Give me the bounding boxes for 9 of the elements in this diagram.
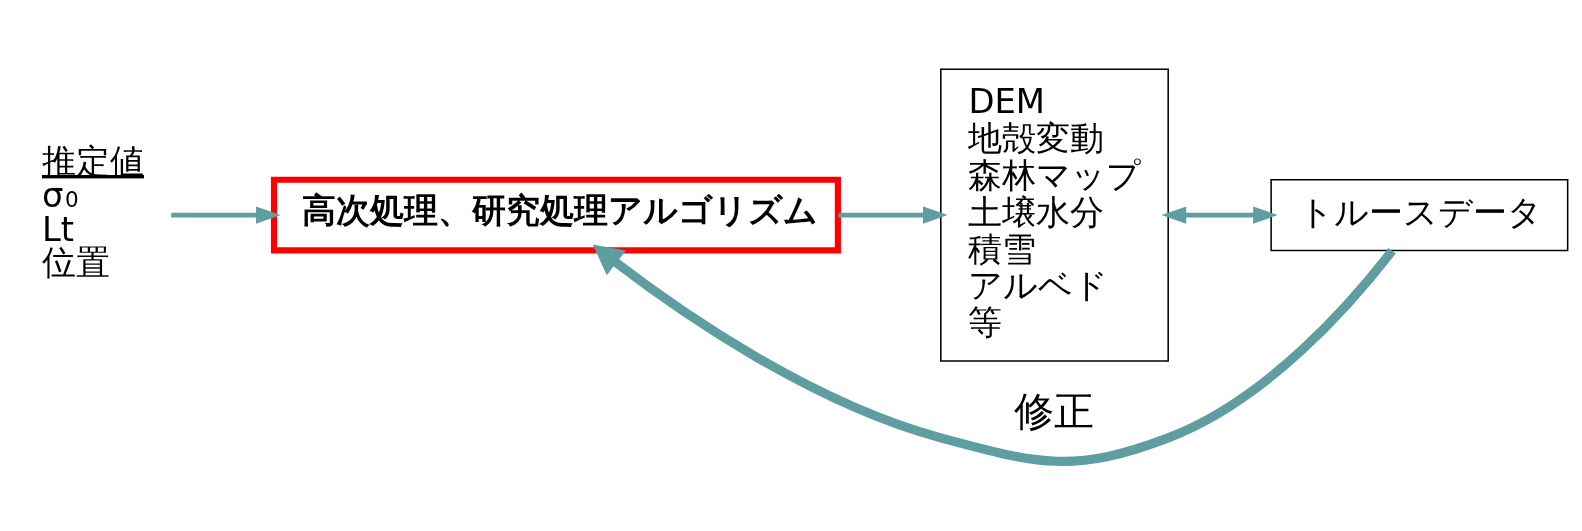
arrow — [1161, 206, 1278, 224]
arrow — [592, 244, 1396, 466]
arrow — [838, 206, 948, 224]
node-text: 推定値 σ0 Lt 位置 — [42, 142, 144, 283]
node-box: 高次処理、研究処理アルゴリズム — [270, 176, 841, 254]
arrow — [171, 206, 281, 224]
node-box: トルースデータ — [1270, 179, 1569, 252]
node-box: DEM 地殻変動 森林マップ 土壌水分 積雪 アルベド 等 — [940, 68, 1169, 362]
edge-label: 修正 — [1013, 388, 1094, 435]
